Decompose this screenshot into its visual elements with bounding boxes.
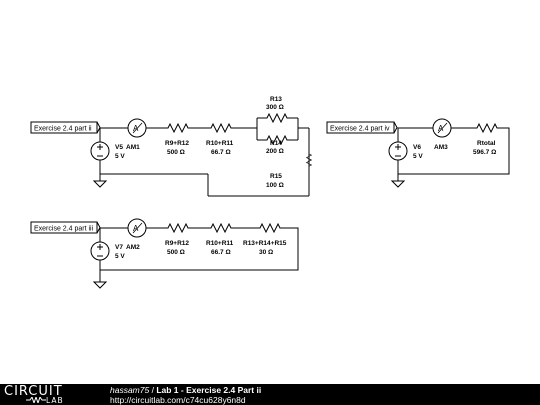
resistor-r13-r14-r15[interactable] bbox=[256, 223, 284, 233]
resistor-value: 66.7 Ω bbox=[211, 149, 231, 156]
resistor-r9-r12[interactable] bbox=[164, 223, 192, 233]
circuit-part-iv: Exercise 2.4 part iv V6 5 V AM3 Rtotal 5… bbox=[326, 118, 510, 188]
ground-symbol bbox=[93, 180, 107, 188]
resistor-name: Rtotal bbox=[477, 140, 496, 147]
resistor-value: 300 Ω bbox=[266, 104, 284, 111]
resistor-name: R9+R12 bbox=[165, 140, 189, 147]
resistor-value: 200 Ω bbox=[266, 148, 284, 155]
resistor-name: R13 bbox=[270, 96, 282, 103]
resistor-value: 500 Ω bbox=[167, 149, 185, 156]
tag-label: Exercise 2.4 part ii bbox=[34, 126, 92, 133]
logo-wordmark-bottom: LAB bbox=[46, 396, 64, 405]
ammeter-name: AM1 bbox=[126, 144, 140, 151]
ammeter-am1[interactable] bbox=[127, 118, 147, 138]
resistor-value: 100 Ω bbox=[266, 182, 284, 189]
resistor-name: R15 bbox=[270, 173, 282, 180]
ground-symbol bbox=[391, 180, 405, 188]
footer-bar: CIRCUIT LAB hassam75 / Lab 1 - Exercise … bbox=[0, 384, 540, 405]
resistor-name: R10+R11 bbox=[206, 140, 234, 147]
resistor-name: R14 bbox=[270, 140, 282, 147]
resistor-value: 30 Ω bbox=[259, 249, 273, 256]
source-name: V7 bbox=[115, 244, 123, 251]
resistor-value: 66.7 Ω bbox=[211, 249, 231, 256]
circuitlab-logo[interactable]: CIRCUIT LAB bbox=[4, 384, 94, 405]
resistor-r10-r11[interactable] bbox=[207, 123, 235, 133]
circuit-url[interactable]: http://circuitlab.com/c74cu628y6n8d bbox=[110, 395, 246, 405]
footer-title-line: hassam75 / Lab 1 - Exercise 2.4 Part ii bbox=[110, 385, 261, 395]
source-name: V5 bbox=[115, 144, 123, 151]
tag-part-iv[interactable]: Exercise 2.4 part iv bbox=[326, 121, 398, 134]
voltage-source-v7[interactable] bbox=[90, 241, 110, 261]
voltage-source-v5[interactable] bbox=[90, 141, 110, 161]
tag-part-ii[interactable]: Exercise 2.4 part ii bbox=[30, 121, 101, 134]
resistor-name: R9+R12 bbox=[165, 240, 189, 247]
tag-label: Exercise 2.4 part iv bbox=[330, 126, 390, 133]
ammeter-am3[interactable] bbox=[432, 118, 452, 138]
resistor-r10-r11[interactable] bbox=[207, 223, 235, 233]
circuit-part-ii: Exercise 2.4 part ii V5 5 V AM1 R9+R12 5… bbox=[30, 96, 312, 197]
ammeter-am2[interactable] bbox=[127, 218, 147, 238]
source-value: 5 V bbox=[115, 253, 125, 260]
circuit-title: Lab 1 - Exercise 2.4 Part ii bbox=[156, 385, 262, 395]
tag-part-iii[interactable]: Exercise 2.4 part iii bbox=[30, 221, 101, 234]
logo-resistor-icon bbox=[26, 397, 46, 403]
ammeter-name: AM3 bbox=[434, 144, 448, 151]
ground-symbol bbox=[93, 281, 107, 289]
resistor-name: R13+R14+R15 bbox=[243, 240, 287, 247]
logo-wordmark-top: CIRCUIT bbox=[4, 384, 63, 399]
author-link[interactable]: hassam75 bbox=[110, 385, 150, 395]
ammeter-name: AM2 bbox=[126, 244, 140, 251]
voltage-source-v6[interactable] bbox=[388, 141, 408, 161]
source-name: V6 bbox=[413, 144, 421, 151]
tag-label: Exercise 2.4 part iii bbox=[34, 226, 94, 233]
resistor-name: R10+R11 bbox=[206, 240, 234, 247]
separator: / bbox=[149, 385, 157, 395]
resistor-value: 500 Ω bbox=[167, 249, 185, 256]
circuit-part-iii: Exercise 2.4 part iii V7 5 V AM2 R9+R12 … bbox=[30, 218, 299, 289]
resistor-rtotal[interactable] bbox=[473, 123, 501, 133]
source-value: 5 V bbox=[115, 153, 125, 160]
resistor-r9-r12[interactable] bbox=[164, 123, 192, 133]
source-value: 5 V bbox=[413, 153, 423, 160]
resistor-r13[interactable] bbox=[263, 113, 291, 123]
resistor-value: 596.7 Ω bbox=[473, 149, 496, 156]
